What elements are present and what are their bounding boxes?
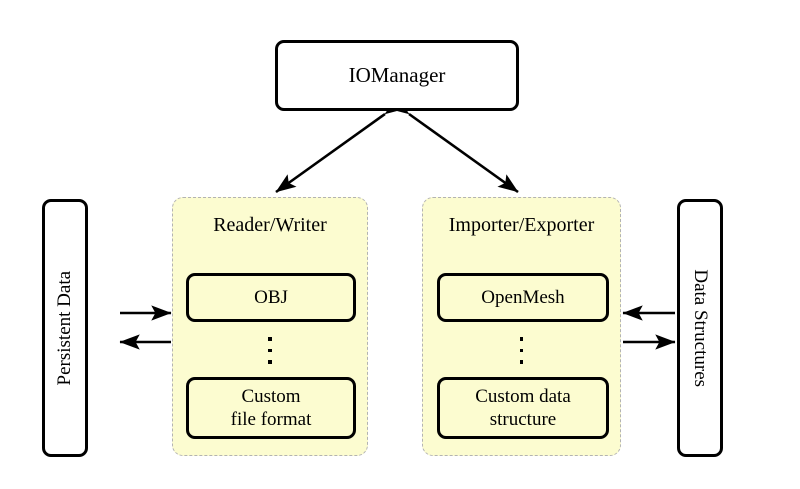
- custom-data-structure-line1: Custom data: [475, 385, 571, 407]
- box-custom-file-format[interactable]: Custom file format: [186, 377, 356, 439]
- custom-file-format-line2: file format: [230, 409, 312, 430]
- box-obj[interactable]: OBJ: [186, 273, 356, 322]
- ellipsis-dot: [268, 360, 272, 364]
- group-importer-exporter-title: Importer/Exporter: [448, 214, 595, 236]
- node-data-structures[interactable]: Data Structures: [677, 199, 723, 457]
- box-obj-label: OBJ: [254, 286, 288, 308]
- box-custom-data-structure-label: Custom data structure: [475, 385, 571, 431]
- arrow-iomanager-importer-exporter: [388, 96, 519, 194]
- node-persistent-data[interactable]: Persistent Data: [42, 199, 88, 457]
- ellipsis-dot: [519, 337, 524, 341]
- box-custom-data-structure[interactable]: Custom data structure: [437, 377, 609, 439]
- group-reader-writer[interactable]: Reader/Writer OBJ Custom file format: [172, 197, 368, 456]
- ellipsis-dot: [268, 337, 272, 341]
- ellipsis-dot: [519, 360, 524, 364]
- ellipsis-reader-writer: [173, 337, 367, 364]
- ellipsis-dot: [268, 348, 272, 352]
- custom-file-format-line1: Custom: [241, 385, 301, 407]
- box-custom-file-format-label: Custom file format: [231, 385, 312, 431]
- custom-data-structure-line2: structure: [489, 409, 557, 430]
- group-importer-exporter[interactable]: Importer/Exporter OpenMesh Custom data s…: [422, 197, 621, 456]
- box-openmesh[interactable]: OpenMesh: [437, 273, 609, 322]
- ellipsis-importer-exporter: [423, 337, 620, 364]
- ellipsis-dot: [519, 348, 524, 352]
- arrow-iomanager-reader-writer: [275, 96, 406, 194]
- persistent-data-label: Persistent Data: [53, 270, 75, 386]
- data-structures-label: Data Structures: [690, 269, 712, 387]
- iomanager-label: IOManager: [348, 63, 446, 88]
- node-iomanager[interactable]: IOManager: [275, 40, 519, 111]
- group-reader-writer-title: Reader/Writer: [213, 214, 327, 236]
- box-openmesh-label: OpenMesh: [481, 286, 565, 308]
